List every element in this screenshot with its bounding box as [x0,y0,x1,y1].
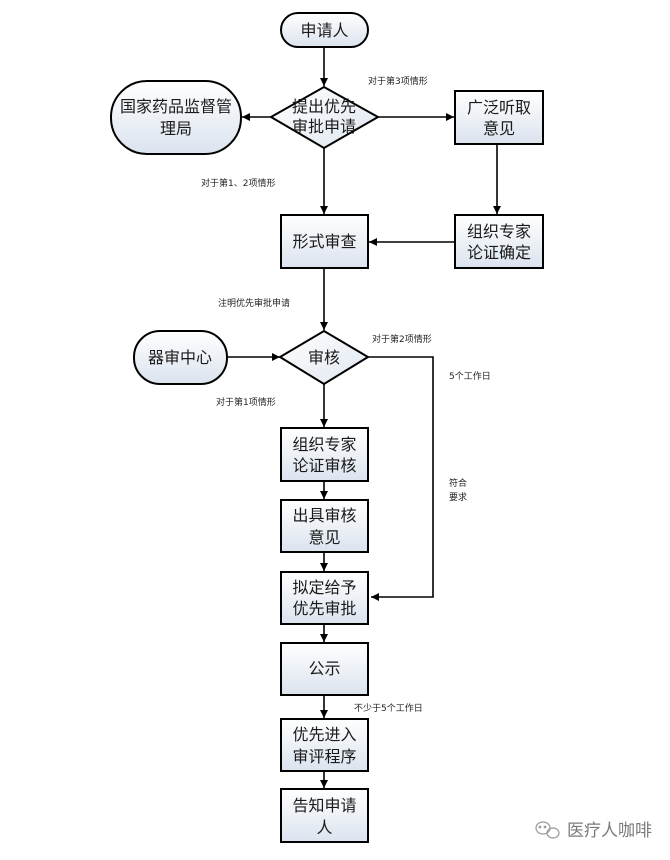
node-publicity: 公示 [280,642,369,696]
node-cmde-text: 器审中心 [148,348,212,367]
label-mark-priority: 注明优先审批申请 [218,297,290,309]
node-propose-line2: 优先审批 [292,599,356,618]
node-formal-review-text: 形式审查 [292,232,356,251]
node-expert-confirm: 组织专家 论证确定 [454,214,544,269]
node-propose: 拟定给予 优先审批 [280,571,369,625]
label-min-five-days: 不少于5个工作日 [354,702,423,714]
node-hearing-line1: 广泛听取 [467,98,531,117]
node-issue-opinion: 出具审核 意见 [280,499,369,553]
node-notify-line2: 人 [316,818,332,837]
node-nmpa-line2: 理局 [160,119,192,138]
node-submit-line2: 审批申请 [292,117,356,136]
label-meets-line1: 符合 [449,477,467,489]
node-issue-opinion-line2: 意见 [308,528,340,547]
node-notify-line1: 告知申请 [292,796,356,815]
label-five-days: 5个工作日 [449,370,491,382]
node-expert-confirm-line2: 论证确定 [467,243,531,262]
node-enter-review-line1: 优先进入 [292,725,356,744]
node-audit-decision: 审核 [278,329,370,386]
node-publicity-text: 公示 [308,659,340,678]
node-applicant: 申请人 [280,12,369,48]
node-formal-review: 形式审查 [280,214,369,269]
label-meets-line2: 要求 [449,491,467,503]
node-expert-audit: 组织专家 论证审核 [280,427,369,482]
node-hearing: 广泛听取 意见 [454,90,544,145]
node-propose-line1: 拟定给予 [292,578,356,597]
node-expert-confirm-line1: 组织专家 [467,222,531,241]
node-enter-review-line2: 审评程序 [292,747,356,766]
node-submit-line1: 提出优先 [292,97,356,116]
node-nmpa-line1: 国家药品监督管 [120,97,232,116]
node-notify: 告知申请 人 [280,788,369,843]
label-case2: 对于第2项情形 [372,333,432,345]
node-cmde: 器审中心 [133,330,228,385]
node-issue-opinion-line1: 出具审核 [292,506,356,525]
node-submit-decision: 提出优先 审批申请 [268,85,381,150]
edges [227,47,501,788]
node-hearing-line2: 意见 [483,119,515,138]
node-expert-audit-line1: 组织专家 [292,435,356,454]
wechat-icon [535,821,560,839]
node-enter-review: 优先进入 审评程序 [280,718,369,772]
watermark: 医疗人咖啡 [535,821,652,841]
label-case12: 对于第1、2项情形 [201,177,275,189]
edge-labels: 对于第3项情形 对于第1、2项情形 注明优先审批申请 对于第2项情形 5个工作日… [201,75,491,714]
label-case1: 对于第1项情形 [216,396,276,408]
label-case3: 对于第3项情形 [368,75,428,87]
watermark-text: 医疗人咖啡 [567,821,652,841]
node-nmpa: 国家药品监督管 理局 [110,80,242,155]
node-audit-text: 审核 [308,348,340,367]
node-expert-audit-line2: 论证审核 [292,456,356,475]
node-applicant-text: 申请人 [300,21,348,40]
edge-audit-propose [368,356,434,601]
